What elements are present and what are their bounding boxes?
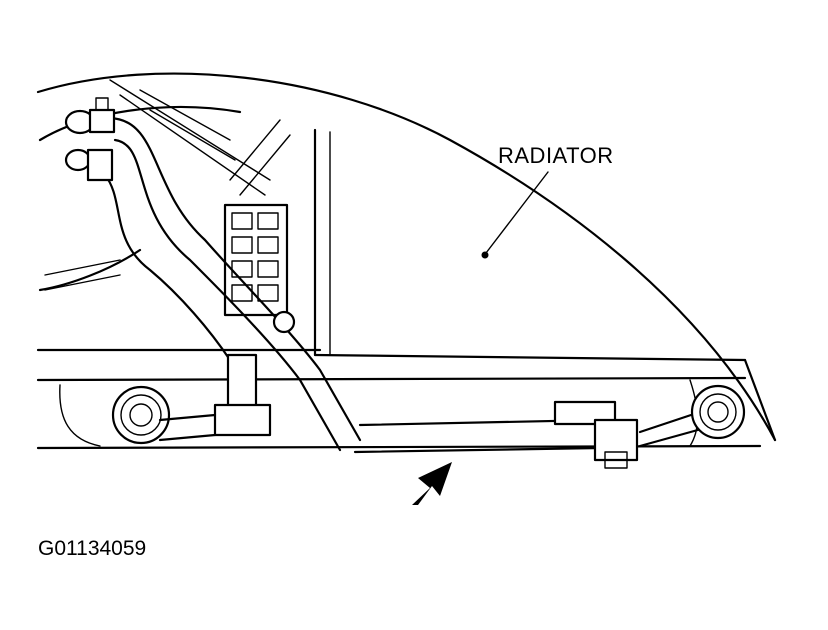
grille-block [223, 203, 289, 317]
radiator-leader-dot [481, 251, 489, 259]
fan-blade-3 [229, 119, 291, 196]
lower-hose-bottom [353, 446, 602, 454]
right-mount [690, 384, 746, 440]
figure-id: G01134059 [38, 537, 147, 560]
second-hose [103, 173, 232, 362]
upper-fitting-1 [64, 97, 116, 135]
clip [272, 310, 296, 334]
radiator-label: RADIATOR [498, 143, 614, 168]
lower-hose-end [638, 410, 707, 448]
right-connector [553, 400, 639, 469]
center-clamp [158, 353, 272, 442]
radiator-leader-line [485, 171, 549, 254]
fan-blade-2 [139, 89, 236, 161]
arrow-icon [412, 462, 452, 505]
fan-shroud [38, 105, 242, 292]
fan-blade-1 [109, 79, 271, 196]
radiator-outline [36, 72, 777, 442]
upper-hose-inner [113, 138, 342, 452]
radiator-bottom-edge [313, 353, 747, 362]
left-mount [111, 385, 171, 445]
upper-hose-outer [108, 116, 362, 442]
upper-fitting-2 [64, 148, 114, 182]
lower-rail [36, 348, 777, 450]
fan-blade-4 [44, 259, 121, 291]
